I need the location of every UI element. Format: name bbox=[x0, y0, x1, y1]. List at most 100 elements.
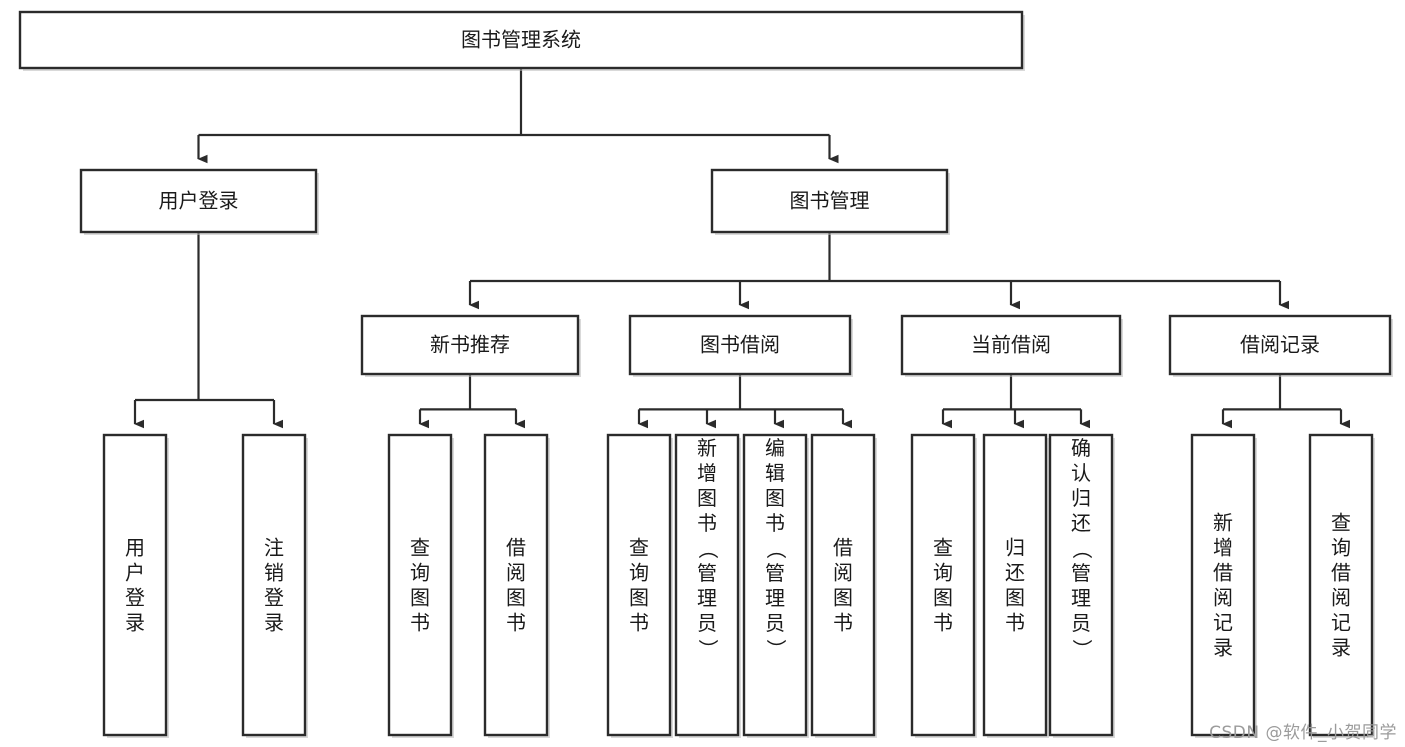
node-label-char: 阅 bbox=[506, 561, 526, 585]
node-label-char: 确 bbox=[1071, 436, 1091, 460]
node-label-char: 查 bbox=[933, 536, 953, 560]
connector-group-user-login bbox=[133, 232, 283, 429]
node-label: 用户登录 bbox=[159, 189, 239, 213]
node-label-char: 归 bbox=[1005, 536, 1025, 560]
node-label-char: 借 bbox=[833, 536, 853, 560]
connector-group-borrow-record bbox=[1221, 374, 1350, 429]
connector-group-book-borrow bbox=[637, 374, 852, 429]
node-label-char: 理 bbox=[697, 586, 717, 610]
node-label: 新书推荐 bbox=[430, 333, 510, 357]
node-label-char: 管 bbox=[765, 561, 785, 585]
node-box[interactable] bbox=[79, 168, 318, 234]
node-label-char: ） bbox=[764, 639, 788, 659]
watermark-text: CSDN @软件_小贺同学 bbox=[1209, 723, 1397, 743]
node-book-manage[interactable]: 图书管理 bbox=[710, 168, 950, 235]
node-label-char: 询 bbox=[410, 561, 430, 585]
node-box[interactable] bbox=[1048, 433, 1114, 737]
node-label-char: 录 bbox=[1331, 636, 1351, 660]
node-label-char: 管 bbox=[1071, 561, 1091, 585]
node-label-char: 借 bbox=[1331, 561, 1351, 585]
node-box[interactable] bbox=[241, 433, 307, 737]
node-label-char: 辑 bbox=[765, 461, 785, 485]
node-box[interactable] bbox=[674, 433, 740, 737]
node-label-char: 录 bbox=[1213, 636, 1233, 660]
node-root[interactable]: 图书管理系统 bbox=[18, 10, 1025, 71]
connector-group-root bbox=[197, 68, 839, 164]
node-label-char: 阅 bbox=[1331, 586, 1351, 610]
node-label-char: 员 bbox=[1071, 611, 1091, 635]
node-box[interactable] bbox=[606, 433, 672, 737]
node-box[interactable] bbox=[810, 433, 876, 737]
node-label-char: 员 bbox=[765, 611, 785, 635]
node-label-char: 还 bbox=[1005, 561, 1025, 585]
node-box[interactable] bbox=[1190, 433, 1256, 737]
node-label-char: 录 bbox=[264, 611, 284, 635]
node-box[interactable] bbox=[387, 433, 453, 737]
node-label-char: 书 bbox=[629, 611, 649, 635]
node-box[interactable] bbox=[483, 433, 549, 737]
node-leaf-user-login[interactable]: 用户登录 bbox=[102, 433, 169, 738]
node-label-char: 图 bbox=[765, 486, 785, 510]
node-box[interactable] bbox=[1308, 433, 1374, 737]
node-label-char: 用 bbox=[125, 536, 145, 560]
node-label-char: ） bbox=[696, 639, 720, 659]
node-label-char: 阅 bbox=[1213, 586, 1233, 610]
node-label-char: 登 bbox=[125, 586, 145, 610]
node-label-char: 记 bbox=[1331, 611, 1351, 635]
node-box[interactable] bbox=[360, 314, 580, 376]
node-box[interactable] bbox=[742, 433, 808, 737]
node-label-char: 借 bbox=[1213, 561, 1233, 585]
node-label-char: 图 bbox=[410, 586, 430, 610]
node-label-char: 图 bbox=[833, 586, 853, 610]
node-label-char: （ bbox=[696, 539, 720, 559]
node-label-char: 图 bbox=[506, 586, 526, 610]
node-book-borrow[interactable]: 图书借阅 bbox=[628, 314, 853, 377]
node-label-char: 书 bbox=[1005, 611, 1025, 635]
node-box[interactable] bbox=[710, 168, 949, 234]
node-label-char: 登 bbox=[264, 586, 284, 610]
node-label-char: 理 bbox=[765, 586, 785, 610]
node-box[interactable] bbox=[900, 314, 1122, 376]
node-label-char: 记 bbox=[1213, 611, 1233, 635]
node-box[interactable] bbox=[18, 10, 1024, 70]
node-label-char: 理 bbox=[1071, 586, 1091, 610]
node-box[interactable] bbox=[1168, 314, 1392, 376]
node-new-book-recommend[interactable]: 新书推荐 bbox=[360, 314, 581, 377]
node-label: 当前借阅 bbox=[971, 333, 1051, 357]
node-label-char: 新 bbox=[697, 436, 717, 460]
node-label: 图书管理系统 bbox=[461, 28, 581, 52]
node-label-char: 编 bbox=[765, 436, 785, 460]
node-label-char: 图 bbox=[697, 486, 717, 510]
node-label-char: 阅 bbox=[833, 561, 853, 585]
node-label-char: 借 bbox=[506, 536, 526, 560]
node-label-char: 查 bbox=[410, 536, 430, 560]
node-current-borrow[interactable]: 当前借阅 bbox=[900, 314, 1123, 377]
node-box[interactable] bbox=[102, 433, 168, 737]
node-label-char: 录 bbox=[125, 611, 145, 635]
node-label-char: 还 bbox=[1071, 511, 1091, 535]
node-label-char: （ bbox=[1070, 539, 1094, 559]
node-box[interactable] bbox=[982, 433, 1048, 737]
node-label-char: 增 bbox=[1213, 536, 1233, 560]
node-box[interactable] bbox=[910, 433, 976, 737]
node-box[interactable] bbox=[628, 314, 852, 376]
node-label-char: 书 bbox=[410, 611, 430, 635]
connector-group-book-manage bbox=[468, 232, 1289, 310]
node-borrow-record[interactable]: 借阅记录 bbox=[1168, 314, 1393, 377]
connector-group-current-borrow bbox=[941, 374, 1090, 429]
node-label-char: 认 bbox=[1071, 461, 1091, 485]
node-user-login[interactable]: 用户登录 bbox=[79, 168, 319, 235]
node-label: 图书管理 bbox=[790, 189, 870, 213]
